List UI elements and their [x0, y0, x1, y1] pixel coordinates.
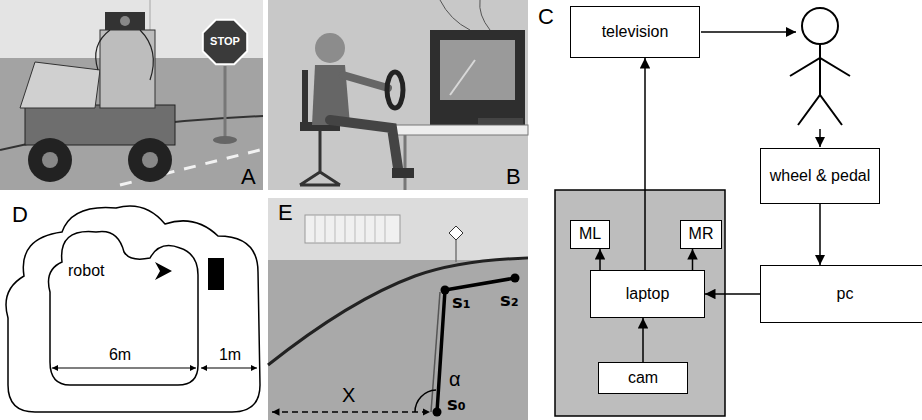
signal-arrow [644, 58, 646, 270]
camera-lens [120, 16, 130, 26]
wheel-hub [142, 152, 158, 168]
signal-arrow [692, 249, 694, 270]
sign-pole [224, 66, 227, 140]
robot-panel [555, 190, 725, 416]
robot-camera [105, 12, 145, 30]
figure-arms [790, 58, 850, 76]
dimension-line [201, 367, 257, 368]
robot-wheel [128, 138, 172, 182]
region-label: robot [68, 262, 104, 280]
monitor-screen [440, 40, 515, 100]
dimension-line [52, 367, 196, 368]
signal-arrow [642, 318, 644, 362]
box-text: MR [689, 225, 714, 243]
wall [268, 198, 528, 260]
point-label: s₀ [447, 394, 466, 415]
signal-arrow [599, 249, 601, 270]
figure-head [802, 8, 838, 44]
box-text: ML [579, 225, 601, 243]
person-leg [330, 120, 398, 168]
desk [395, 125, 528, 135]
box-text: wheel & pedal [770, 167, 871, 185]
camera-view [268, 198, 528, 420]
variable-label: α [449, 368, 461, 391]
inner-track-edge [49, 231, 199, 385]
sensor-box: cam [598, 362, 688, 394]
floor [0, 0, 263, 190]
path-point [433, 408, 442, 417]
offset-arrow [272, 411, 430, 413]
panel-letter: D [12, 202, 28, 227]
steering-wheel [387, 72, 403, 108]
robot-wheel [28, 138, 72, 182]
box-text: television [602, 23, 669, 41]
box-text: laptop [626, 285, 670, 303]
box-text: cam [628, 369, 658, 387]
floor [268, 198, 528, 420]
angle-arc [415, 390, 436, 412]
chair-back [302, 70, 308, 128]
output-box: television [570, 6, 700, 58]
chair-base [300, 131, 340, 185]
panel-letter: B [506, 164, 521, 189]
dimension-label: 1m [210, 346, 250, 364]
pedal [392, 168, 414, 178]
robot-marker [155, 262, 172, 280]
monitor [430, 30, 525, 125]
box-text: pc [837, 285, 854, 303]
robot-board [100, 30, 155, 108]
variable-label: X [342, 384, 355, 407]
person-figure [790, 8, 850, 125]
wheel-hub [42, 152, 58, 168]
sign-text: STOP [203, 35, 247, 48]
sign-pole [455, 238, 457, 262]
figure-legs [798, 95, 842, 125]
signal-arrow [705, 293, 760, 295]
input-box: wheel & pedal [760, 148, 880, 204]
view-arrow [701, 31, 796, 33]
room-wall [268, 0, 528, 190]
keyboard [478, 118, 523, 124]
sign-base [213, 136, 237, 144]
point-label: s₂ [500, 290, 519, 311]
laptop-screen [20, 62, 100, 108]
person-head [315, 33, 345, 63]
steer-arrow [819, 129, 821, 147]
screen-road [450, 60, 475, 95]
person-arm [343, 75, 388, 88]
obstacle [208, 258, 224, 290]
dimension-label: 6m [100, 346, 140, 364]
outer-track-edge [6, 206, 260, 412]
panel-letter: A [241, 164, 256, 189]
panel-letter: C [538, 4, 554, 29]
signal-arrow [819, 204, 821, 265]
path-point [511, 274, 520, 283]
point-label: s₁ [452, 292, 471, 313]
computer-box: laptop [590, 270, 705, 318]
desk-leg [404, 135, 407, 190]
track-line [268, 258, 528, 365]
robot-photo [0, 0, 263, 190]
panel-letter: E [278, 200, 293, 225]
motor-box: ML [570, 220, 610, 249]
cables [440, 0, 490, 30]
robot-wires [96, 30, 154, 80]
motor-box: MR [680, 220, 722, 249]
radiator [305, 215, 400, 243]
small-sign [449, 226, 463, 240]
radiator-ribs [315, 215, 385, 243]
path-point [441, 286, 450, 295]
stop-sign [203, 20, 247, 64]
computer-box: pc [760, 265, 922, 323]
driver-photo [268, 0, 528, 190]
figure-body [819, 44, 821, 95]
